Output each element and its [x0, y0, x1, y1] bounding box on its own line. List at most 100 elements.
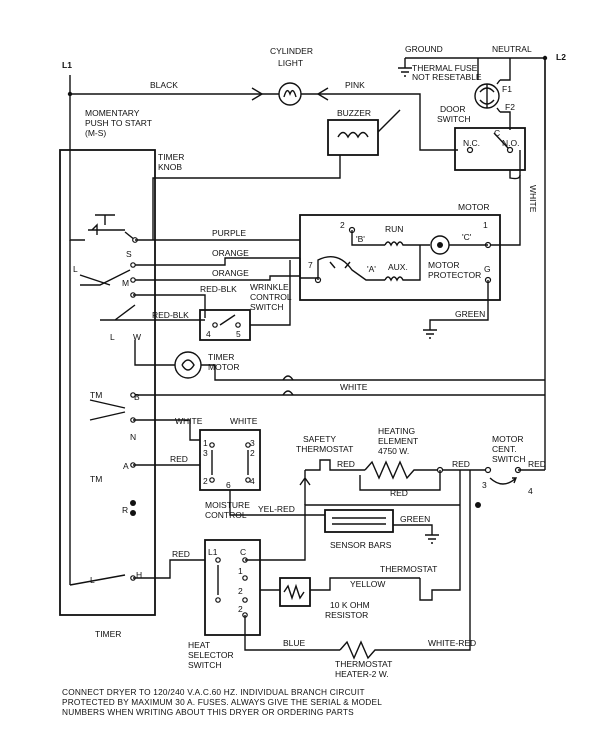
- cylinder-light-label-2: LIGHT: [278, 58, 303, 68]
- thermal-fuse-label: THERMAL FUSE: [412, 63, 478, 73]
- letter-l-left: L: [73, 264, 78, 274]
- term-selector-l1: L1: [208, 547, 218, 557]
- term-selector-2: 2: [238, 586, 243, 596]
- black-label: BLACK: [150, 80, 178, 90]
- wrinkle-label-2: CONTROL: [250, 292, 292, 302]
- letter-h: H: [136, 570, 142, 580]
- term-wrinkle-4: 4: [206, 329, 211, 339]
- moisture-label: MOISTURE: [205, 500, 250, 510]
- term-selector-1: 1: [238, 566, 243, 576]
- f2-label: F2: [505, 102, 515, 112]
- term-selector-c: C: [240, 547, 246, 557]
- orange-label-1: ORANGE: [212, 248, 249, 258]
- white-vertical-label: WHITE: [528, 185, 538, 213]
- ground-label: GROUND: [405, 44, 443, 54]
- heat-selector-switch: [204, 539, 261, 636]
- red-a-label: RED: [170, 454, 188, 464]
- motor-cent-label-2: CENT.: [492, 444, 517, 454]
- timer-motor-label-2: MOTOR: [208, 362, 239, 372]
- orange-wire-2: [135, 275, 300, 281]
- red-h-label: RED: [172, 549, 190, 559]
- wrinkle-label-3: SWITCH: [250, 302, 284, 312]
- term-moisture-6: 6: [226, 480, 231, 490]
- sensor-bars: [324, 509, 394, 533]
- blue-label: BLUE: [283, 638, 306, 648]
- red-blk-label-2: RED-BLK: [152, 310, 189, 320]
- term-motor-2: 2: [340, 220, 345, 230]
- b-quote-label: 'B': [356, 234, 365, 244]
- resistor-label-2: RESISTOR: [325, 610, 368, 620]
- thermostat-label: THERMOSTAT: [380, 564, 437, 574]
- thermostat-heater: [339, 585, 471, 660]
- footer-note: CONNECT DRYER TO 120/240 V.A.C.60 HZ. IN…: [62, 687, 482, 717]
- term-motor-1: 1: [483, 220, 488, 230]
- heating-element-label: HEATING: [378, 426, 415, 436]
- safety-thermostat-label-2: THERMOSTAT: [296, 444, 353, 454]
- green-motor-label: GREEN: [455, 309, 485, 319]
- red-blk-label-1: RED-BLK: [200, 284, 237, 294]
- f1-label: F1: [502, 84, 512, 94]
- timer-motor-label: TIMER: [208, 352, 234, 362]
- tm-label-1: TM: [90, 390, 102, 400]
- red-safety-label: RED: [337, 459, 355, 469]
- footer-line-1: CONNECT DRYER TO 120/240 V.A.C.60 HZ. IN…: [62, 687, 365, 697]
- moisture-label-2: CONTROL: [205, 510, 247, 520]
- run-label: RUN: [385, 224, 403, 234]
- pink-label: PINK: [345, 80, 365, 90]
- cylinder-light: [251, 82, 329, 106]
- momentary-label-2: PUSH TO START: [85, 118, 152, 128]
- white-wire-right: [488, 150, 521, 246]
- motor-cent-label-3: SWITCH: [492, 454, 526, 464]
- c-quote-label: 'C': [462, 232, 472, 242]
- letter-r: R: [122, 505, 128, 515]
- green-sensor-label: GREEN: [400, 514, 430, 524]
- safety-thermostat: [305, 459, 365, 471]
- timer-knob-label: TIMER: [158, 152, 184, 162]
- letter-a: A: [123, 461, 129, 471]
- aux-label: AUX.: [388, 262, 408, 272]
- thermal-fuse: [474, 58, 511, 130]
- orange-label-2: ORANGE: [212, 268, 249, 278]
- term-moisture-1: 1: [203, 438, 208, 448]
- cylinder-light-label: CYLINDER: [270, 46, 313, 56]
- heating-element-label-3: 4750 W.: [378, 446, 409, 456]
- term-moisture-2: 2: [203, 476, 208, 486]
- term-selector-2b: 2: [238, 604, 243, 614]
- door-switch-label-2: SWITCH: [437, 114, 471, 124]
- term-moisture-3b: 3: [250, 438, 255, 448]
- resistor-label: 10 K OHM: [330, 600, 370, 610]
- term-moisture-2b: 2: [250, 448, 255, 458]
- term-motor-g: G: [484, 264, 491, 274]
- safety-thermostat-label: SAFETY: [303, 434, 336, 444]
- tm-label-2: TM: [90, 474, 102, 484]
- term-cent-4: 4: [528, 486, 533, 496]
- red-he-label: RED: [452, 459, 470, 469]
- letter-b: B: [134, 392, 140, 402]
- purple-label: PURPLE: [212, 228, 246, 238]
- footer-line-2: PROTECTED BY MAXIMUM 30 A. FUSES. ALWAYS…: [62, 697, 383, 707]
- white-a-label: WHITE: [175, 416, 203, 426]
- letter-s: S: [126, 249, 132, 259]
- heat-selector-label-2: SELECTOR: [188, 650, 234, 660]
- footer-line-3: NUMBERS WHEN WRITING ABOUT THIS DRYER OR…: [62, 707, 354, 717]
- l1-label: L1: [62, 60, 72, 70]
- term-motor-7: 7: [308, 260, 313, 270]
- no-label: N.O.: [502, 138, 519, 148]
- white-red-label: WHITE-RED: [428, 638, 476, 648]
- motor-protector-label-2: PROTECTOR: [428, 270, 481, 280]
- door-switch: [454, 127, 526, 171]
- term-wrinkle-5: 5: [236, 329, 241, 339]
- momentary-label: MOMENTARY: [85, 108, 140, 118]
- motor-protector-label: MOTOR: [428, 260, 459, 270]
- resistor-box: [279, 577, 311, 607]
- neutral-label: NEUTRAL: [492, 44, 532, 54]
- motor-label: MOTOR: [458, 202, 489, 212]
- letter-l-mid: L: [110, 332, 115, 342]
- l2-label: L2: [556, 52, 566, 62]
- term-cent-3: 3: [482, 480, 487, 490]
- timer-block: [59, 149, 156, 616]
- letter-n: N: [130, 432, 136, 442]
- buzzer-label: BUZZER: [337, 108, 371, 118]
- letter-w: W: [133, 332, 141, 342]
- c-label: C: [494, 128, 500, 138]
